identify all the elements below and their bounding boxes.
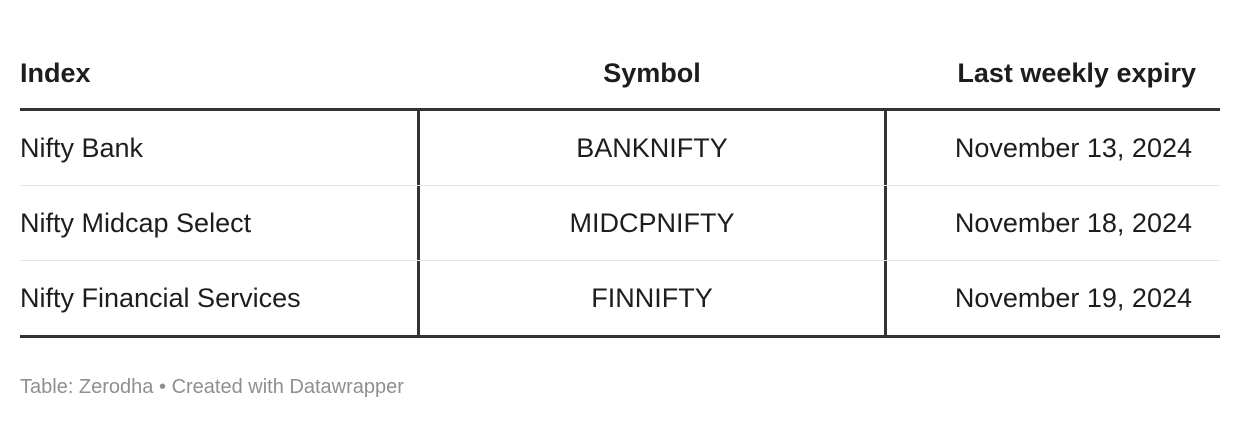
footer-rule — [20, 335, 1220, 338]
data-table: Index Symbol Last weekly expiry Nifty Ba… — [20, 50, 1220, 338]
column-header-last-weekly-expiry: Last weekly expiry — [957, 57, 1196, 88]
cell-index: Nifty Midcap Select — [20, 207, 252, 238]
caption-source: Table: Zerodha — [20, 376, 154, 398]
cell-last-weekly-expiry: November 13, 2024 — [954, 132, 1192, 163]
cell-index: Nifty Bank — [20, 132, 144, 163]
table-row: Nifty Bank BANKNIFTY November 13, 2024 — [20, 111, 1220, 186]
table-row: Nifty Financial Services FINNIFTY Novemb… — [20, 261, 1220, 335]
cell-symbol: MIDCPNIFTY — [417, 186, 887, 260]
cell-index: Nifty Financial Services — [20, 282, 301, 313]
cell-last-weekly-expiry: November 18, 2024 — [954, 207, 1192, 238]
cell-last-weekly-expiry: November 19, 2024 — [954, 282, 1192, 313]
column-header-index: Index — [20, 57, 91, 88]
table-caption: Table: Zerodha • Created with Datawrappe… — [20, 376, 404, 399]
column-header-symbol: Symbol — [603, 57, 701, 88]
cell-symbol: BANKNIFTY — [417, 111, 887, 185]
table-row: Nifty Midcap Select MIDCPNIFTY November … — [20, 186, 1220, 261]
caption-credit-link[interactable]: Created with Datawrapper — [171, 376, 404, 398]
caption-separator: • — [158, 376, 166, 398]
table-header-row: Index Symbol Last weekly expiry — [20, 50, 1220, 108]
cell-symbol: FINNIFTY — [417, 261, 887, 335]
header-rule — [20, 108, 1220, 111]
